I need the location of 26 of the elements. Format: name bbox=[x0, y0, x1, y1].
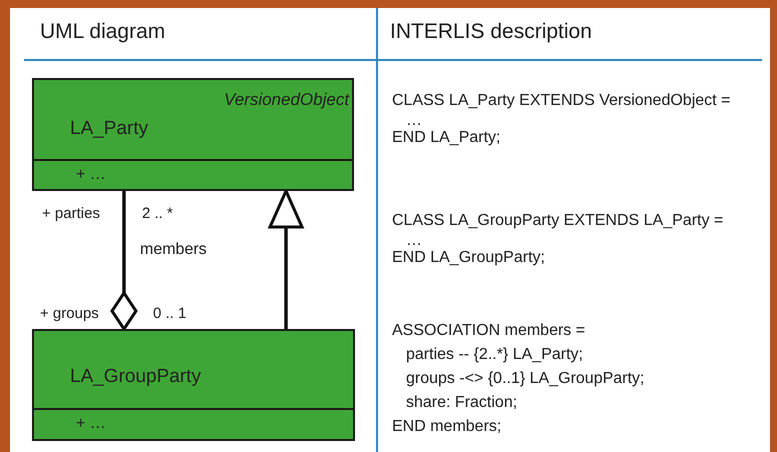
code-line: parties -- {2..*} LA_Party; bbox=[406, 346, 583, 364]
code-line: END members; bbox=[392, 418, 502, 436]
superclass-name: VersionedObject bbox=[224, 90, 350, 110]
code-line: … bbox=[406, 232, 422, 250]
column-heading: UML diagram bbox=[40, 20, 166, 44]
attribute-text: + … bbox=[76, 166, 106, 184]
role-label: + groups bbox=[40, 305, 99, 322]
code-line: CLASS LA_GroupParty EXTENDS LA_Party = bbox=[392, 212, 724, 230]
class-name: LA_GroupParty bbox=[70, 366, 201, 388]
role-label: + parties bbox=[42, 205, 100, 222]
multiplicity-label: 2 .. * bbox=[142, 205, 173, 222]
class-name: LA_Party bbox=[70, 118, 148, 140]
code-line: CLASS LA_Party EXTENDS VersionedObject = bbox=[392, 92, 730, 110]
code-line: … bbox=[406, 112, 422, 130]
code-line: groups -<> {0..1} LA_GroupParty; bbox=[406, 370, 644, 388]
code-line: share: Fraction; bbox=[406, 394, 518, 412]
multiplicity-label: 0 .. 1 bbox=[153, 305, 186, 322]
class-box bbox=[32, 329, 355, 441]
column-heading: INTERLIS description bbox=[390, 20, 592, 44]
attribute-text: + … bbox=[76, 415, 106, 433]
code-line: END LA_Party; bbox=[392, 129, 500, 147]
code-line: END LA_GroupParty; bbox=[392, 249, 545, 267]
class-box bbox=[32, 78, 354, 191]
code-line: ASSOCIATION members = bbox=[392, 322, 586, 340]
aggregation-line bbox=[110, 191, 138, 330]
generalization-arrow bbox=[268, 190, 304, 329]
